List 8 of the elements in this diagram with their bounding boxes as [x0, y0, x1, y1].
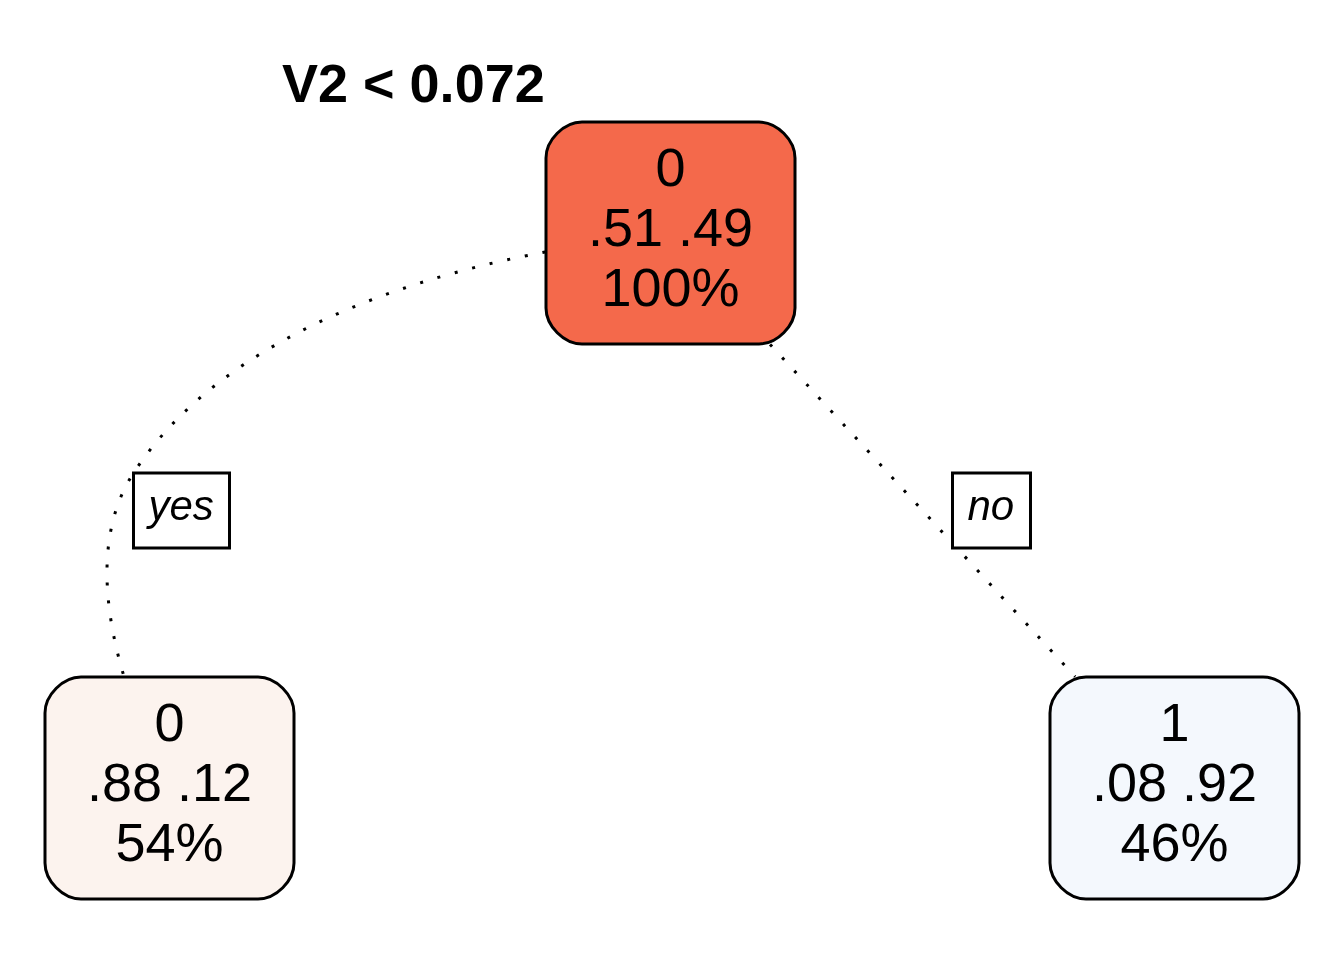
- connector: [105, 250, 546, 676]
- edge-label: no: [967, 481, 1015, 529]
- node-box: 1 .08 .92 46%: [1048, 675, 1301, 900]
- node-label: V2 < 0.072: [282, 52, 545, 113]
- connector: [768, 342, 1077, 678]
- edge-label: yes: [148, 481, 214, 529]
- node-box: 0 .51 .49 100%: [544, 120, 797, 345]
- node-box: 0 .88 .12 54%: [43, 675, 296, 900]
